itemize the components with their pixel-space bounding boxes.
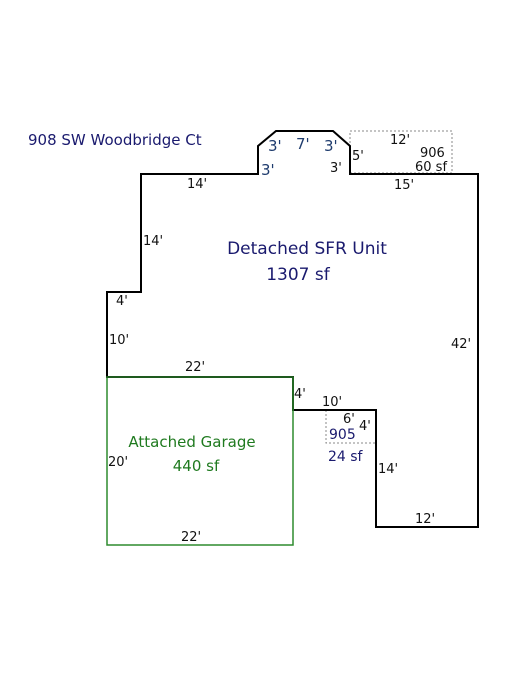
dim-left-step: 4' [116, 294, 128, 309]
dim-notch-top: 10' [322, 395, 342, 410]
dim-notch-left: 14' [378, 462, 398, 477]
garage-name: Attached Garage [128, 433, 255, 451]
dim-bay-right-side: 3' [330, 161, 342, 176]
area-906-width: 12' [390, 133, 410, 148]
dim-bay-left-side: 3' [261, 161, 275, 179]
dim-left-upper: 14' [143, 234, 163, 249]
dim-top-right: 15' [394, 178, 414, 193]
main-unit-area: 1307 sf [266, 265, 331, 285]
dim-bay-right-diag: 3' [324, 137, 338, 155]
dim-right-side: 42' [451, 337, 471, 352]
area-905-id: 905 [329, 427, 356, 443]
garage-area: 440 sf [173, 457, 220, 475]
area-905-width: 6' [343, 412, 355, 427]
dim-garage-left: 20' [108, 455, 128, 470]
dim-garage-right-step: 4' [294, 387, 306, 402]
area-905-depth: 4' [359, 419, 371, 434]
dim-garage-top: 22' [185, 360, 205, 375]
dim-bottom-right: 12' [415, 512, 435, 527]
main-unit-name: Detached SFR Unit [227, 239, 387, 259]
main-unit-outline [106, 130, 479, 528]
area-906-area: 60 sf [415, 160, 447, 175]
dim-bay-left-diag: 3' [268, 137, 282, 155]
dim-left-lower: 10' [109, 333, 129, 348]
area-905-area: 24 sf [328, 449, 364, 465]
dim-top-left: 14' [187, 177, 207, 192]
dim-bay-top: 7' [296, 135, 310, 153]
dim-garage-bottom: 22' [181, 530, 201, 545]
property-address: 908 SW Woodbridge Ct [28, 131, 202, 149]
area-906-depth: 5' [352, 149, 364, 164]
area-906-id: 906 [420, 146, 445, 161]
